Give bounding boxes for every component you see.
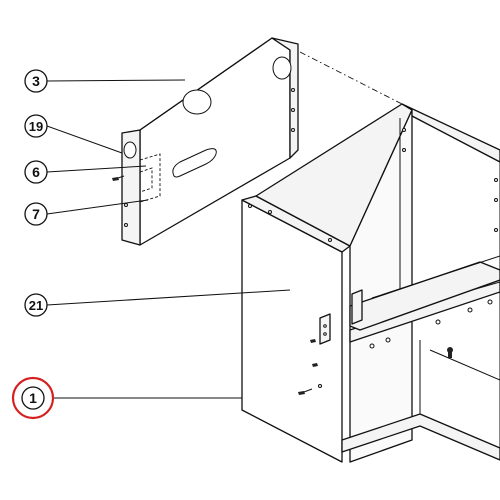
callout-19: 19	[24, 114, 48, 138]
callout-label-19: 19	[29, 119, 43, 134]
alignment-line	[299, 51, 403, 105]
bracket-outline-6-7	[139, 153, 161, 203]
screw-back-panel	[112, 175, 125, 181]
callout-label-21: 21	[29, 298, 43, 313]
callout-1-highlighted: 1	[11, 376, 55, 420]
callout-21: 21	[24, 293, 48, 317]
leader-lines	[46, 79, 500, 399]
callout-label-6: 6	[32, 164, 40, 180]
callout-label-3: 3	[32, 73, 40, 89]
callout-3: 3	[24, 69, 48, 93]
callout-label-1: 1	[29, 390, 37, 406]
callout-label-7: 7	[32, 206, 40, 222]
highlight-ring	[11, 376, 55, 420]
callout-6: 6	[24, 160, 48, 184]
back-panel	[121, 37, 299, 246]
callout-7: 7	[24, 202, 48, 226]
cabinet-body	[241, 103, 500, 463]
